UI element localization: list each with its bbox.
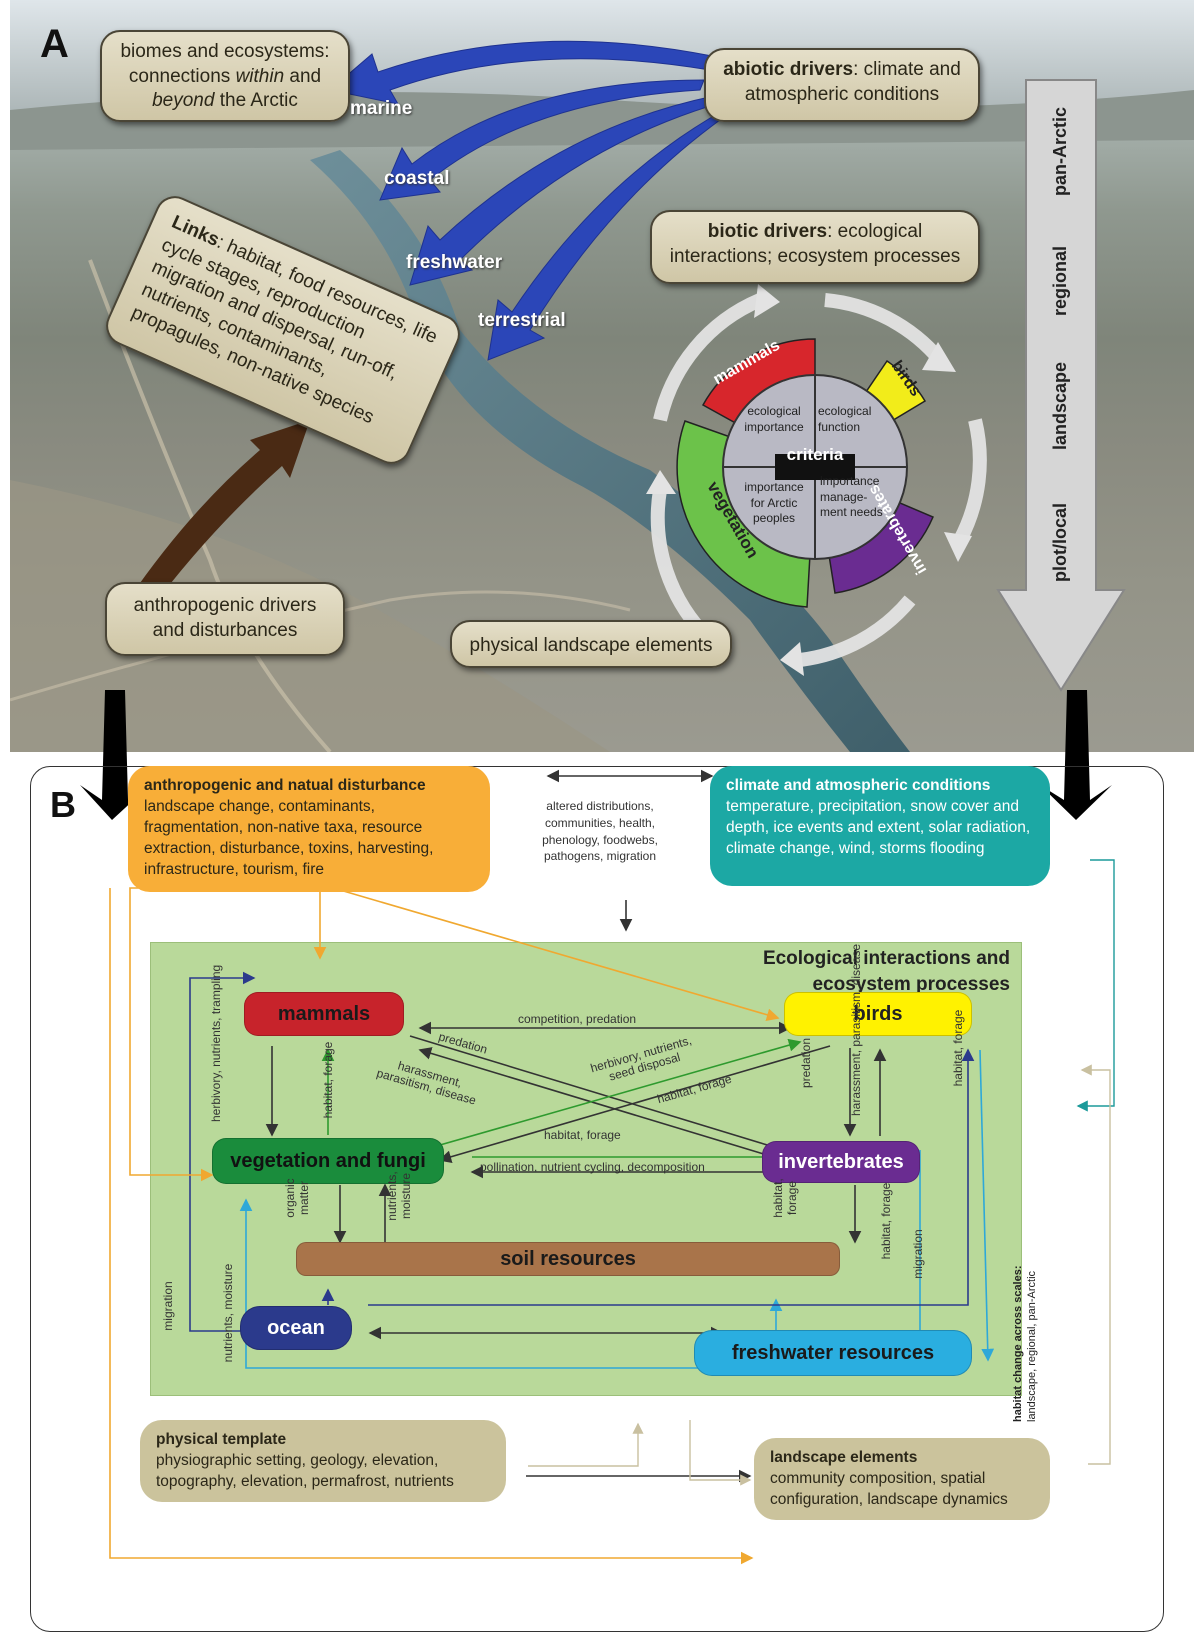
physical-template-text: physiographic setting, geology, elevatio… bbox=[156, 1451, 454, 1490]
label-freshwater: freshwater bbox=[406, 252, 503, 273]
biomes-line1: biomes and ecosystems: bbox=[120, 41, 330, 62]
abiotic-drivers-box: abiotic drivers: climate and atmospheric… bbox=[704, 48, 980, 122]
rel-nutrients-moisture: nutrients, moisture bbox=[385, 1171, 413, 1221]
aerial-landscape-background bbox=[10, 0, 1194, 752]
quadrant-arctic-peoples: importance for Arctic peoples bbox=[744, 480, 804, 526]
label-marine: marine bbox=[350, 98, 413, 119]
landscape-elements-box: landscape elements community composition… bbox=[754, 1438, 1050, 1520]
biotic-drivers-box: biotic drivers: ecological interactions;… bbox=[650, 210, 980, 284]
biomes-line2c: and bbox=[284, 65, 322, 87]
quadrant-management-needs: importance manage-ment needs bbox=[820, 474, 883, 520]
landscape-elements-title: landscape elements bbox=[770, 1449, 918, 1466]
rel-herbivory-trampling: herbivory, nutrients, trampling bbox=[209, 964, 223, 1122]
quadrant-ecological-importance: ecological importance bbox=[744, 404, 804, 434]
biomes-line2a: connections bbox=[128, 65, 236, 87]
panel-link-arrows bbox=[80, 690, 1112, 820]
node-soil-resources: soil resources bbox=[296, 1242, 840, 1276]
rel-organic-matter: organic matter bbox=[283, 1178, 311, 1218]
rel-habitat-forage-inv: habitat, forage bbox=[771, 1178, 799, 1218]
node-freshwater: freshwater resources bbox=[694, 1330, 972, 1376]
panel-b-label: B bbox=[50, 784, 76, 825]
panel-a-aerial-photo: A biomes and ecosystems: connections wit… bbox=[10, 0, 1194, 752]
rel-habitat-forage-fw: habitat, forage bbox=[879, 1182, 893, 1260]
habitat-change-title: habitat change across scales: bbox=[1012, 1265, 1024, 1422]
rel-habitat-forage-birds: habitat, forage bbox=[951, 1009, 965, 1087]
abiotic-bold: abiotic drivers bbox=[723, 59, 854, 80]
rel-harassment-birds: harassment, parasitism, disease bbox=[849, 943, 863, 1116]
disturbance-text: landscape change, contaminants, fragment… bbox=[144, 797, 434, 878]
rel-pollination: pollination, nutrient cycling, decomposi… bbox=[480, 1160, 705, 1174]
node-invertebrates: invertebrates bbox=[762, 1141, 920, 1183]
physical-template-title: physical template bbox=[156, 1431, 287, 1448]
biomes-beyond: beyond bbox=[152, 90, 215, 112]
scale-landscape: landscape bbox=[1050, 361, 1070, 450]
rel-migration-right: migration bbox=[911, 1229, 925, 1279]
climate-box: climate and atmospheric conditions tempe… bbox=[710, 766, 1050, 886]
relation-arrows bbox=[109, 769, 1115, 1565]
biomes-within: within bbox=[235, 65, 285, 87]
biomes-box: biomes and ecosystems: connections withi… bbox=[100, 30, 350, 122]
habitat-change-sub: landscape, regional, pan-Arctic bbox=[1025, 1270, 1038, 1422]
physical-template-box: physical template physiographic setting,… bbox=[140, 1420, 506, 1502]
scale-pan-arctic: pan-Arctic bbox=[1050, 106, 1070, 196]
wheel-center-criteria: criteria bbox=[786, 445, 844, 464]
panel-a-label: A bbox=[40, 22, 69, 66]
abiotic-rest: : climate and atmospheric conditions bbox=[744, 59, 961, 105]
rel-habitat-forage-horizontal: habitat, forage bbox=[544, 1128, 621, 1142]
node-birds: birds bbox=[784, 992, 972, 1036]
climate-title: climate and atmospheric conditions bbox=[726, 777, 991, 794]
rel-predation-birds: predation bbox=[799, 1037, 813, 1089]
landscape-elements-text: community composition, spatial configura… bbox=[770, 1469, 1008, 1508]
label-coastal: coastal bbox=[384, 168, 450, 189]
label-terrestrial: terrestrial bbox=[478, 310, 566, 331]
climate-text: temperature, precipitation, snow cover a… bbox=[726, 797, 1031, 857]
scale-plot-local: plot/local bbox=[1050, 502, 1070, 582]
biotic-rest: : ecological interactions; ecosystem pro… bbox=[669, 221, 961, 267]
rel-migration-left: migration bbox=[161, 1281, 175, 1331]
eco-title: Ecological interactions and ecosystem pr… bbox=[762, 948, 1010, 995]
anthropogenic-drivers-box: anthropogenic drivers and disturbances bbox=[105, 582, 345, 656]
node-ocean: ocean bbox=[240, 1306, 352, 1350]
disturbance-title: anthropogenic and natual disturbance bbox=[144, 777, 426, 794]
habitat-change-label: habitat change across scales: landscape,… bbox=[1012, 1265, 1040, 1422]
quadrant-ecological-function: ecological function bbox=[818, 404, 872, 434]
rel-nutrients-moisture-left: nutrients, moisture bbox=[221, 1263, 235, 1363]
rel-competition: competition, predation bbox=[518, 1012, 637, 1026]
biotic-bold: biotic drivers bbox=[707, 221, 828, 242]
panel-b-frame bbox=[30, 766, 1164, 1632]
node-vegetation-fungi: vegetation and fungi bbox=[212, 1138, 444, 1184]
biomes-line3b: the Arctic bbox=[214, 90, 298, 112]
altered-distributions-note: altered distributions, communities, heal… bbox=[542, 799, 658, 864]
node-mammals: mammals bbox=[244, 992, 404, 1036]
physical-landscape-box: physical landscape elements bbox=[450, 620, 732, 668]
rel-habitat-forage-mammals: habitat, forage bbox=[321, 1041, 335, 1119]
scale-regional: regional bbox=[1050, 245, 1070, 316]
disturbance-box: anthropogenic and natual disturbance lan… bbox=[128, 766, 490, 892]
